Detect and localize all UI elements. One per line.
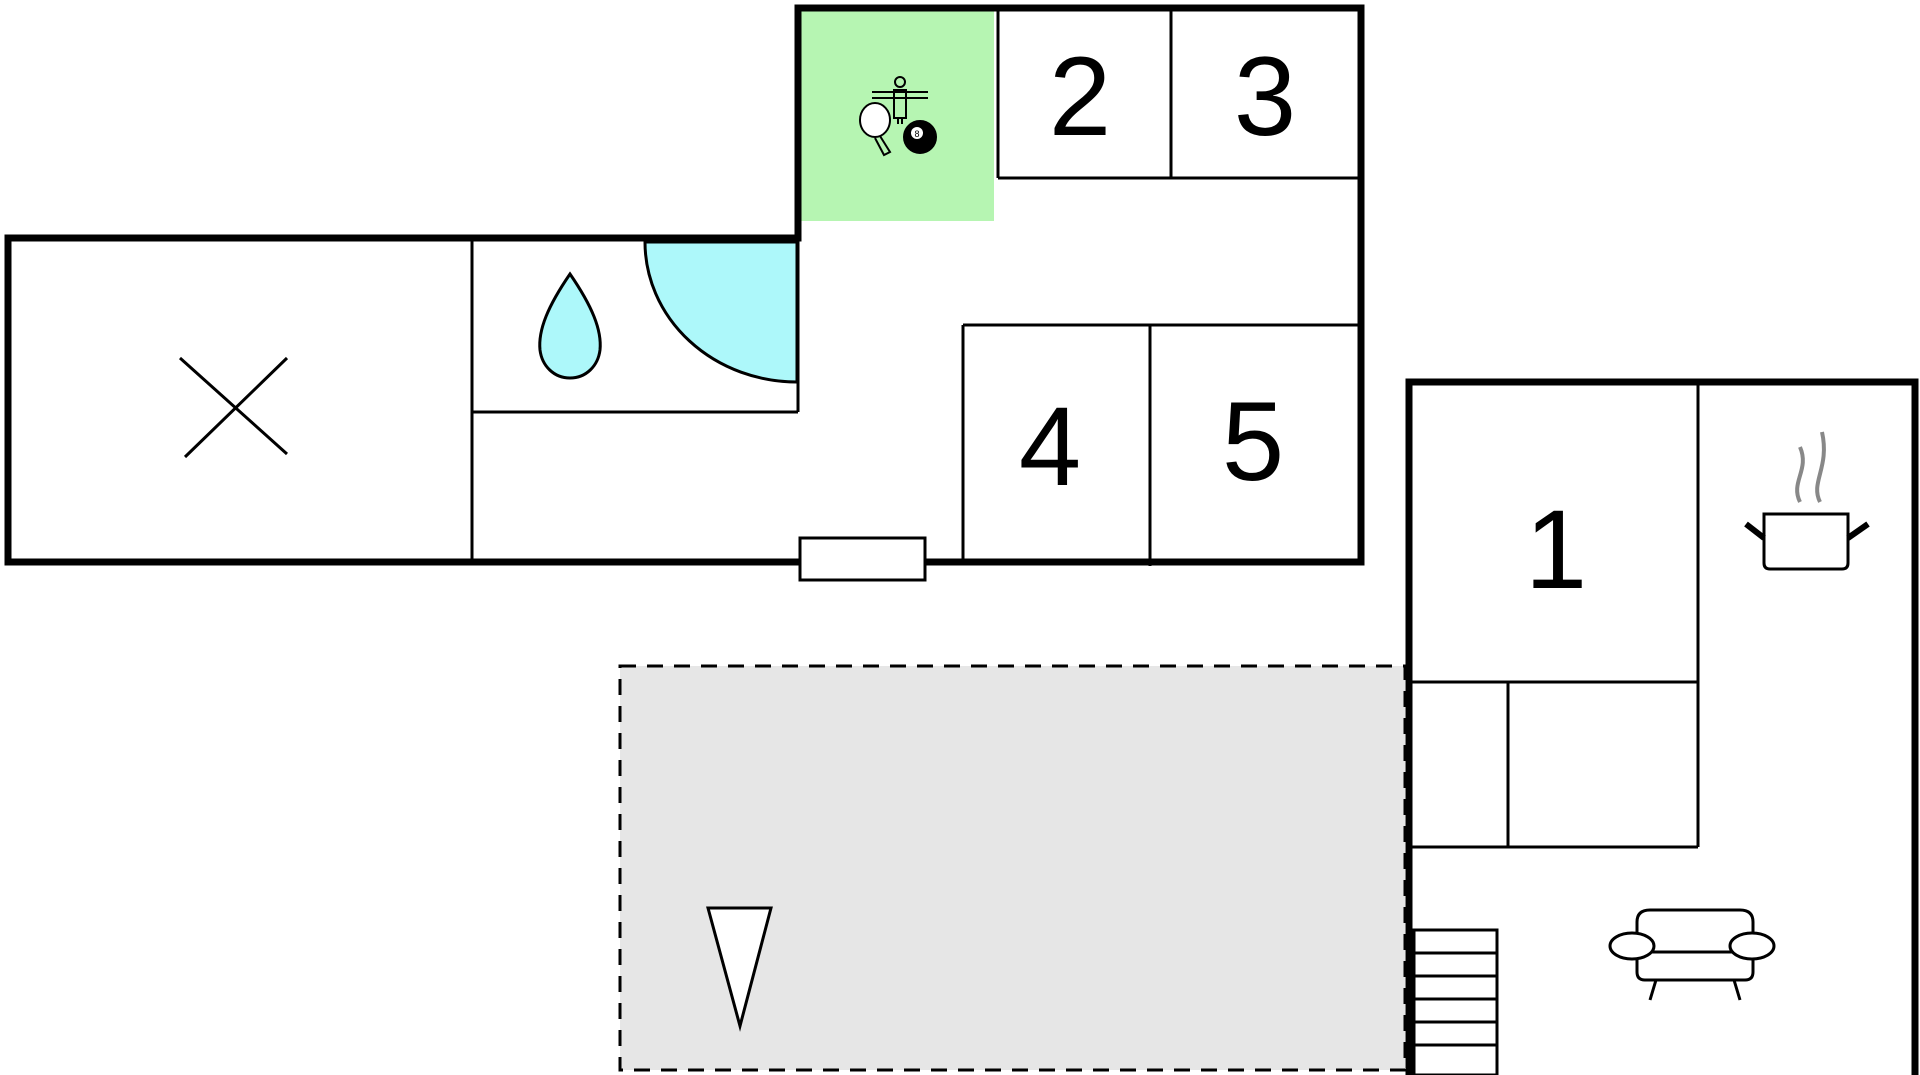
game-room: [800, 8, 994, 221]
room-label-1: 1: [1525, 487, 1587, 612]
billiard-ball-number: 8: [914, 129, 919, 139]
annex-building-walls: [1405, 378, 1919, 1075]
room-label-3: 3: [1234, 34, 1296, 159]
game-room-icon: 8: [859, 76, 937, 157]
cross-icon: [178, 356, 289, 459]
shower-quarter-circle-icon: [643, 240, 799, 384]
window-icon: [798, 536, 927, 582]
main-building-walls: [4, 4, 1365, 566]
stairs-icon: [1412, 928, 1499, 1075]
room-label-2: 2: [1049, 34, 1111, 159]
sofa-icon: [1608, 908, 1776, 1001]
water-drop-icon: [538, 271, 602, 380]
room-label-5: 5: [1222, 379, 1284, 504]
terrace-pennant-icon: [706, 906, 773, 1032]
annex-interior-walls: [1409, 382, 1700, 849]
cooking-pot-icon: [1744, 431, 1870, 571]
interior-walls: [470, 8, 1361, 566]
room-label-4: 4: [1019, 384, 1081, 509]
terrace-area: [618, 664, 1407, 1072]
